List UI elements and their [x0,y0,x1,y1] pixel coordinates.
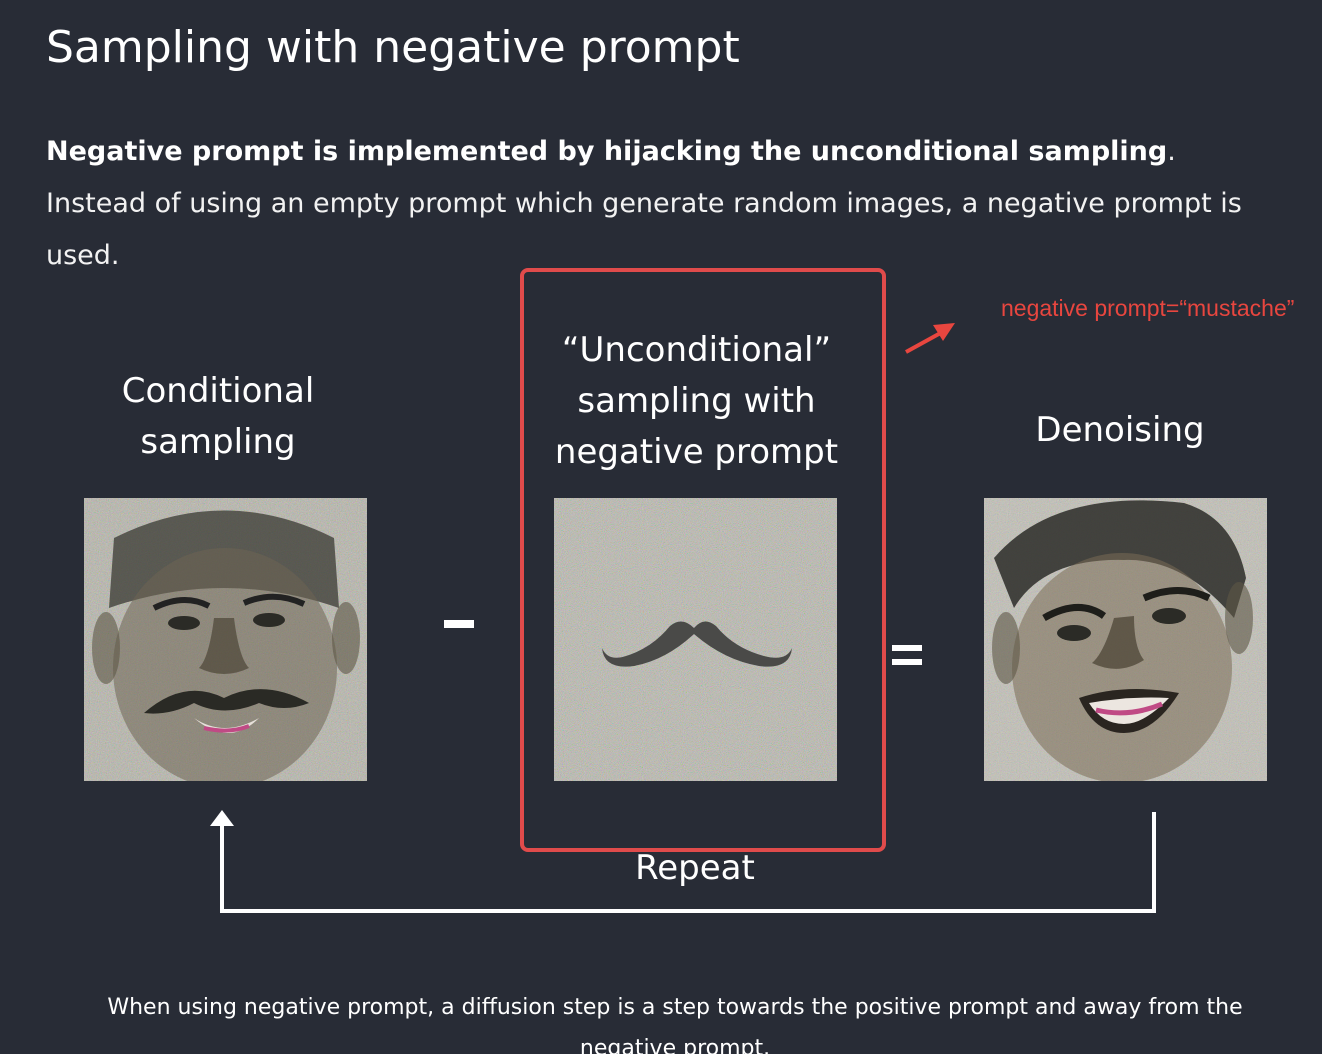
intro-bold-text: Negative prompt is implemented by hijack… [46,136,1168,167]
repeat-arrow-head [210,810,234,826]
unconditional-highlight-box [520,268,886,852]
repeat-loop-line [220,812,1156,913]
minus-operator [444,620,474,628]
unconditional-sampling-label: “Unconditional” sampling with negative p… [524,325,869,478]
intro-paragraph: Negative prompt is implemented by hijack… [46,126,1276,282]
equals-operator [892,645,924,669]
conditional-sampling-label: Conditional sampling [68,366,368,468]
conditional-face-image [84,498,367,781]
page-title: Sampling with negative prompt [46,22,740,73]
unconditional-label-line2: sampling with [577,381,816,421]
equals-bar-top [892,645,922,651]
unconditional-label-line1: “Unconditional” [561,330,832,370]
annotation-arrow-head [933,323,955,341]
equals-bar-bottom [892,659,922,665]
denoising-label: Denoising [1035,410,1205,450]
conditional-label-line1: Conditional [121,371,315,411]
denoised-face-image [984,498,1267,781]
negative-prompt-annotation: negative prompt=“mustache” [1001,295,1295,321]
unconditional-mustache-image [554,498,837,781]
figure-caption: When using negative prompt, a diffusion … [107,995,1243,1054]
intro-rest-text: . Instead of using an empty prompt which… [46,136,1242,271]
unconditional-label-line3: negative prompt [554,432,839,472]
conditional-label-line2: sampling [140,422,296,462]
repeat-label: Repeat [635,848,755,888]
